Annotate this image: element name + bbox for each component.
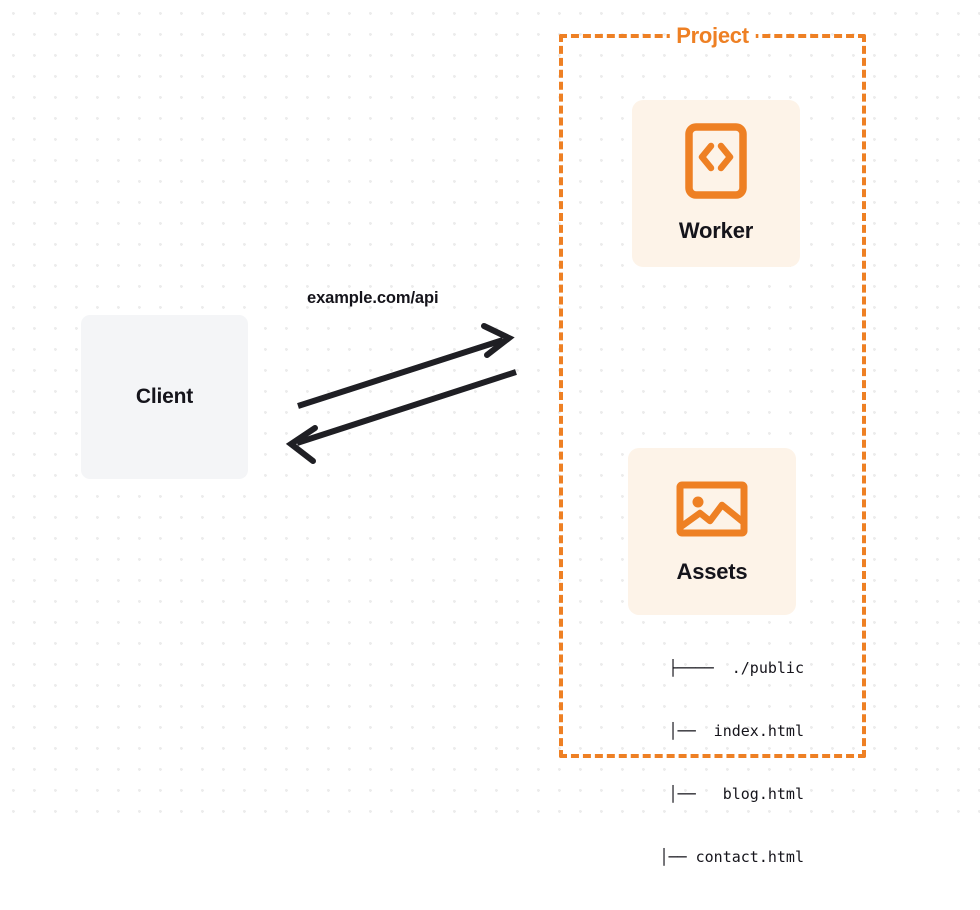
file-tree-line-contact: │── contact.html: [605, 848, 804, 866]
client-label: Client: [135, 385, 194, 408]
file-tree-line-root: ├──── ./public: [668, 659, 804, 677]
file-tree-line-index: │── index.html: [614, 722, 804, 740]
diagram-canvas: Client example.com/api Project Worker: [0, 0, 980, 866]
assets-label: Assets: [676, 559, 748, 584]
image-icon: [676, 478, 748, 545]
request-arrow: [297, 323, 515, 409]
asset-file-tree: ├──── ./public │── index.html │── blog.h…: [604, 616, 804, 910]
code-brackets-icon: [685, 123, 747, 204]
response-arrow: [285, 369, 517, 464]
project-boundary: Project: [559, 23, 866, 758]
connection-label: example.com/api: [307, 289, 439, 307]
worker-card[interactable]: Worker: [632, 100, 800, 267]
worker-label: Worker: [678, 218, 754, 243]
client-node[interactable]: Client: [81, 315, 248, 479]
file-tree-line-blog: │── blog.html: [614, 785, 804, 803]
project-label: Project: [669, 23, 756, 49]
assets-card[interactable]: Assets: [628, 448, 796, 615]
